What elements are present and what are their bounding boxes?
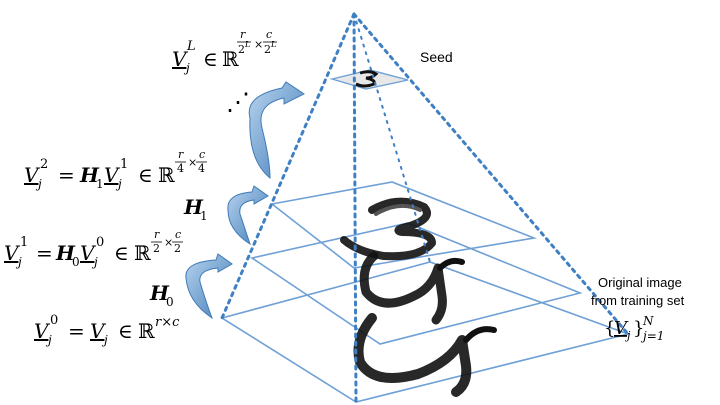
ellipsis: ⋰ — [226, 88, 250, 116]
svg-text:H: H — [183, 195, 204, 219]
digit-image-level-1 — [359, 251, 465, 325]
svg-text:j: j — [624, 329, 631, 342]
svg-text:V: V — [90, 319, 107, 343]
svg-text:}: } — [633, 318, 644, 339]
svg-text:∈: ∈ — [138, 163, 153, 187]
svg-text:×: × — [254, 38, 263, 51]
svg-text:c: c — [199, 148, 205, 161]
seed-plane — [329, 69, 409, 90]
svg-text:×: × — [164, 236, 173, 249]
label-h1: H 1 — [183, 195, 208, 223]
seed-label: Seed — [420, 49, 453, 65]
svg-text:0: 0 — [72, 255, 80, 269]
svg-text:j: j — [115, 177, 122, 191]
svg-text:4: 4 — [177, 162, 184, 175]
original-label-line1: Original image — [598, 275, 682, 290]
svg-text:=: = — [68, 319, 85, 343]
equation-level-2: V j 2 = H 1 V j 1 ∈ ℝ r 4 × c 4 — [24, 148, 207, 191]
svg-text:2: 2 — [153, 242, 160, 255]
svg-text:V: V — [34, 319, 51, 343]
svg-text:∈: ∈ — [118, 319, 133, 343]
svg-text:2: 2 — [264, 43, 271, 56]
svg-text:r: r — [240, 28, 246, 41]
svg-text:=: = — [36, 241, 53, 265]
svg-text:2: 2 — [174, 242, 181, 255]
digit-image-level-0 — [353, 313, 497, 397]
svg-text:V: V — [104, 163, 121, 187]
curved-arrow-icon-h0 — [185, 253, 233, 320]
svg-text:H: H — [79, 163, 100, 187]
svg-text:ℝ: ℝ — [134, 241, 151, 265]
svg-text:2: 2 — [238, 43, 245, 56]
plane-level-1 — [250, 222, 583, 345]
svg-text:j: j — [101, 333, 108, 347]
svg-text:1: 1 — [120, 157, 128, 172]
svg-text:N: N — [642, 314, 654, 328]
svg-text:×: × — [188, 156, 197, 169]
svg-text:0: 0 — [50, 313, 58, 328]
svg-text:c: c — [266, 28, 272, 41]
svg-text:V: V — [4, 241, 21, 265]
curved-arrow-icon-h1 — [227, 185, 269, 246]
svg-text:j: j — [91, 255, 98, 269]
svg-text:V: V — [172, 47, 189, 71]
svg-text:=: = — [58, 163, 75, 187]
svg-text:2: 2 — [40, 157, 48, 172]
original-set-formula: { V j } N j=1 — [604, 314, 664, 343]
svg-text:0: 0 — [166, 295, 174, 309]
curved-arrow-icon-top — [248, 81, 305, 180]
equation-level-0: V j 0 = V j ∈ ℝ r×c — [34, 313, 180, 347]
svg-text:ℝ: ℝ — [158, 163, 175, 187]
svg-text:V: V — [614, 318, 629, 339]
svg-text:1: 1 — [96, 177, 104, 191]
svg-text:L: L — [244, 40, 250, 49]
svg-text:1: 1 — [200, 209, 208, 223]
svg-text:j: j — [183, 61, 190, 75]
equation-level-L: V j L ∈ ℝ r 2 L × c 2 L — [172, 28, 277, 75]
svg-text:c: c — [175, 228, 181, 241]
label-h0: H 0 — [149, 281, 174, 309]
svg-text:r: r — [154, 228, 160, 241]
svg-text:j: j — [15, 255, 22, 269]
svg-text:j: j — [35, 177, 42, 191]
svg-text:1: 1 — [20, 235, 28, 250]
svg-text:V: V — [24, 163, 41, 187]
svg-text:r: r — [178, 148, 184, 161]
svg-text:∈: ∈ — [114, 241, 129, 265]
svg-text:j: j — [45, 333, 52, 347]
original-label-line2: from training set — [591, 293, 685, 308]
plane-level-2 — [270, 181, 537, 269]
equation-level-1: V j 1 = H 0 V j 0 ∈ ℝ r 2 × c 2 — [4, 228, 183, 269]
digit-image-level-2 — [340, 197, 436, 261]
svg-text:ℝ: ℝ — [222, 47, 239, 71]
pyramid-edges — [220, 12, 630, 404]
svg-text:r×c: r×c — [155, 315, 180, 330]
svg-text:H: H — [55, 241, 76, 265]
svg-text:j=1: j=1 — [640, 329, 664, 343]
svg-text:0: 0 — [96, 235, 104, 250]
svg-text:∈: ∈ — [203, 47, 218, 71]
svg-text:4: 4 — [198, 162, 205, 175]
svg-text:H: H — [149, 281, 170, 305]
svg-text:ℝ: ℝ — [138, 319, 155, 343]
svg-text:V: V — [80, 241, 97, 265]
svg-text:L: L — [270, 40, 276, 49]
svg-text:{: { — [604, 318, 615, 339]
svg-text:L: L — [186, 39, 196, 54]
